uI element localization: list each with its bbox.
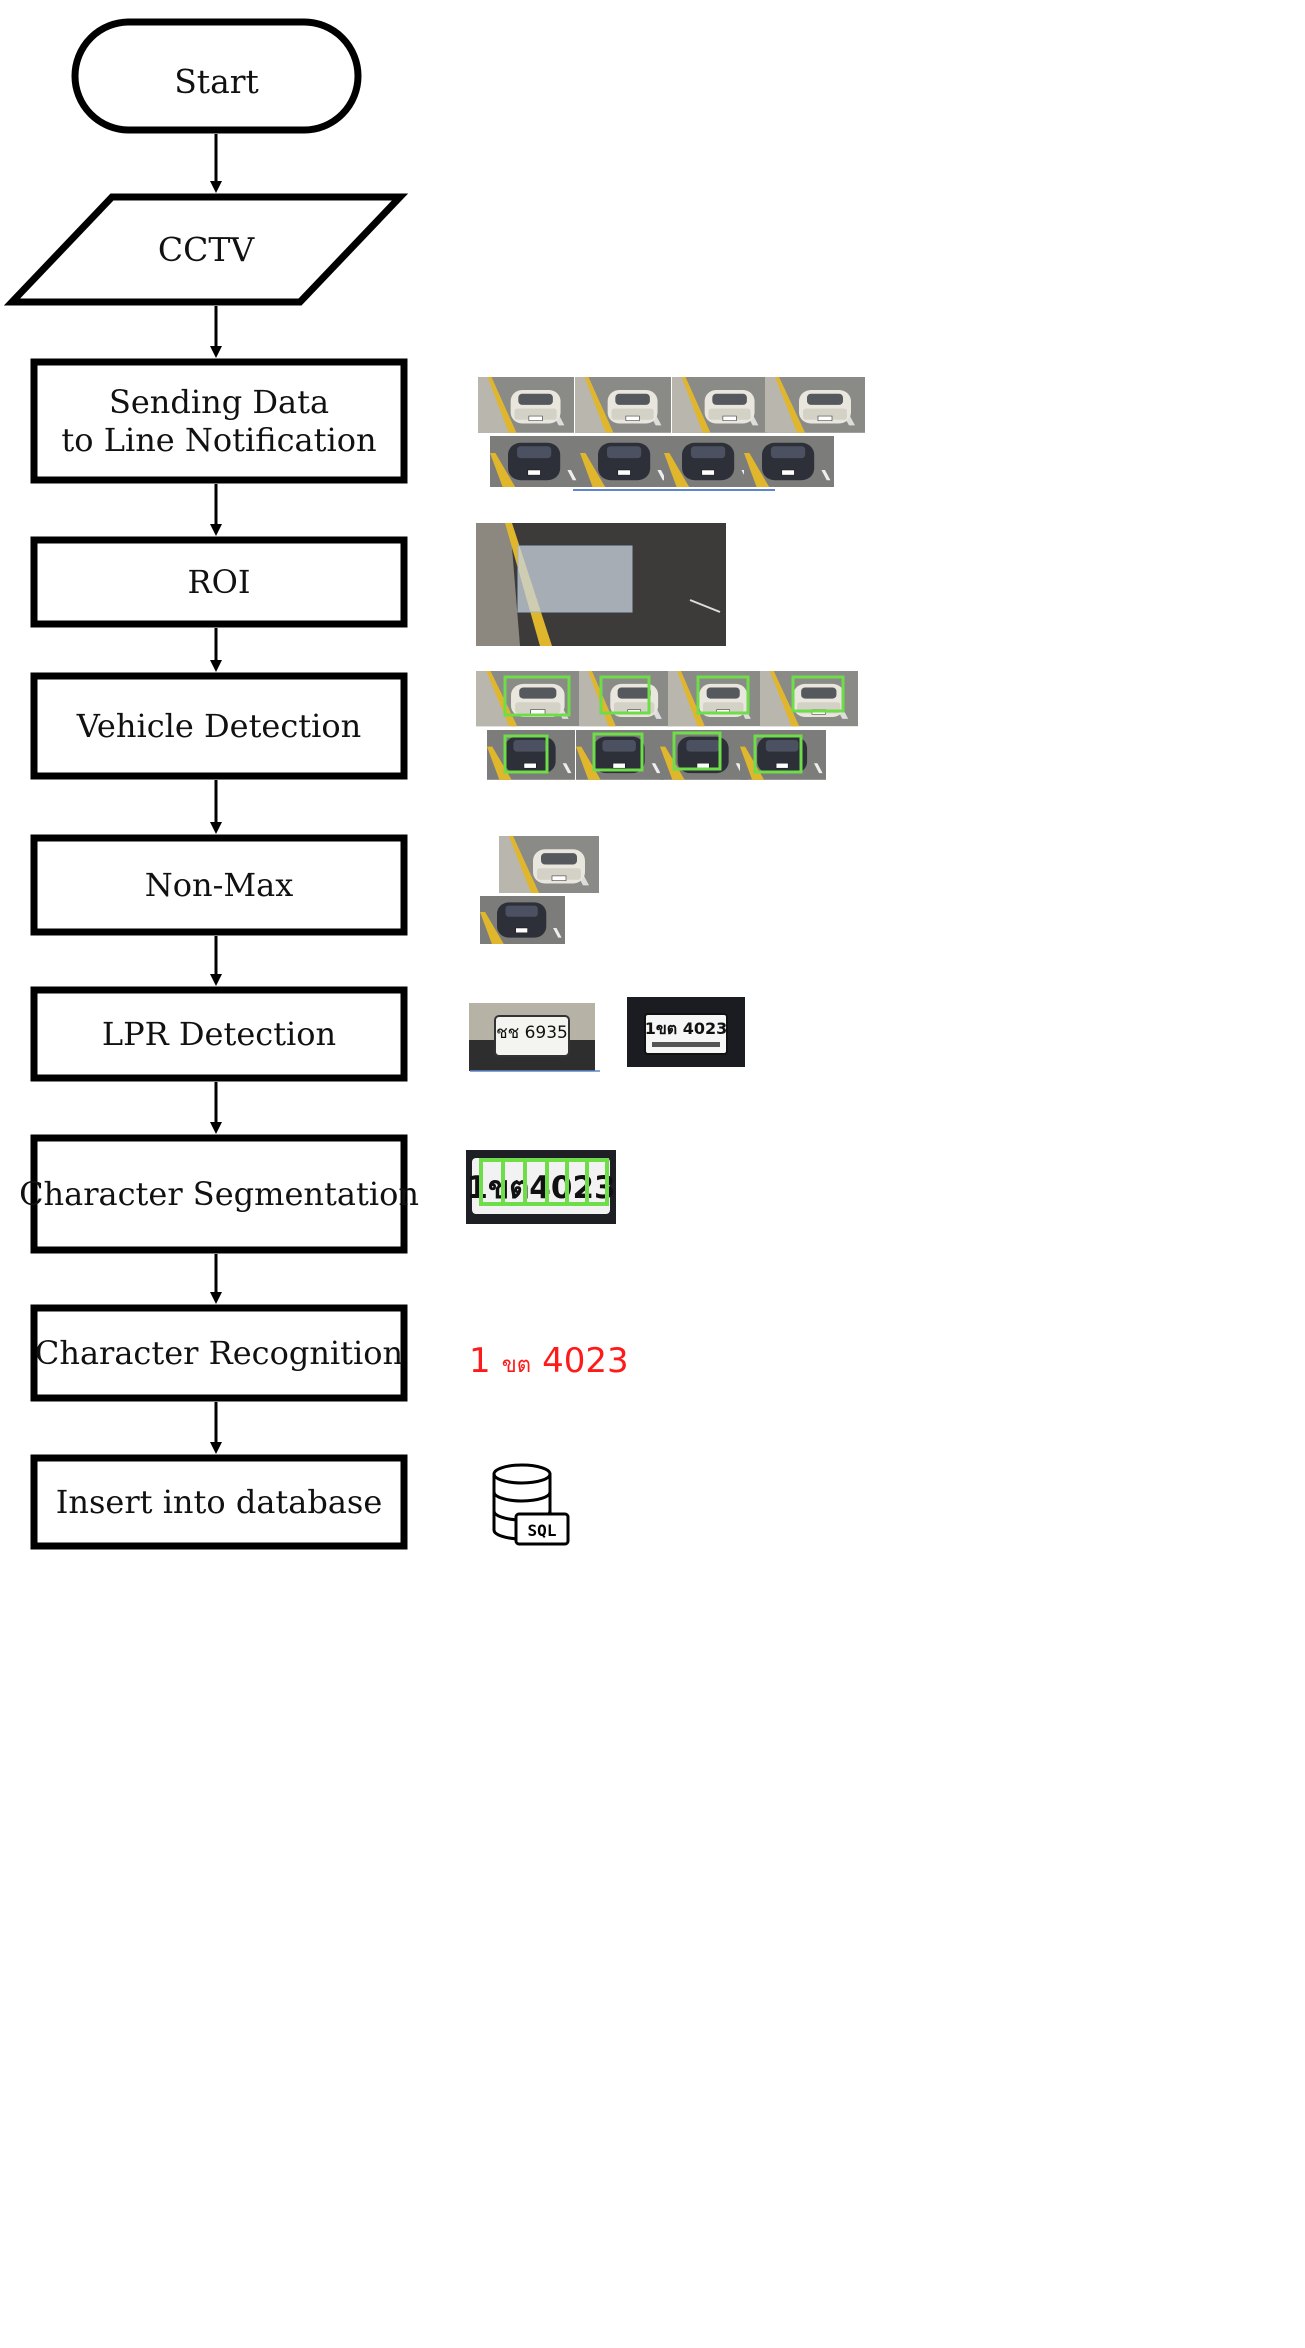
process-steps (30, 358, 408, 1550)
plate-1-text: ชช 6935 (496, 1023, 568, 1043)
step-box-character-segmentation (30, 1134, 408, 1254)
step-box-roi (30, 536, 408, 628)
plate-2-text: 1ขต 4023 (645, 1019, 728, 1038)
step-box-lpr-detection (30, 986, 408, 1082)
step-box-non-max (30, 834, 408, 936)
step-label-vehicle-detection: Vehicle Detection (76, 707, 362, 745)
segmented-plate-text: 1ขต4023 (466, 1170, 615, 1206)
non-max-thumbnails (479, 835, 600, 945)
step-label-roi: ROI (188, 563, 251, 601)
cctv-input-shape (3, 193, 409, 306)
start-label: Start (174, 62, 259, 101)
cctv-label: CCTV (158, 230, 256, 269)
step-label-lpr-detection: LPR Detection (102, 1015, 336, 1053)
roi-image (476, 523, 726, 646)
result-thai: ขต (502, 1353, 531, 1378)
start-terminator (71, 18, 362, 134)
step-box-insert-database (30, 1454, 408, 1550)
lpr-detection-plates: ชช 6935 1ขต 4023 (469, 997, 745, 1072)
step-label-insert-database: Insert into database (56, 1483, 383, 1521)
database-icon: SQL (492, 1463, 570, 1546)
recognition-result: 1 ขต 4023 (469, 1341, 629, 1381)
database-icon-label: SQL (528, 1521, 557, 1540)
result-digits: 4023 (542, 1341, 629, 1381)
step-label-character-recognition: Character Recognition (35, 1334, 403, 1372)
step-box-vehicle-detection (30, 672, 408, 780)
sending-data-thumbnails (477, 376, 866, 491)
vehicle-detection-thumbnails (475, 670, 859, 781)
segmented-plate: 1ขต4023 (466, 1150, 616, 1224)
result-number: 1 (469, 1341, 491, 1381)
step-box-sending-data (30, 358, 408, 484)
step-label-character-segmentation: Character Segmentation (19, 1175, 419, 1213)
step-box-character-recognition (30, 1304, 408, 1402)
step-label-non-max: Non-Max (145, 866, 294, 904)
